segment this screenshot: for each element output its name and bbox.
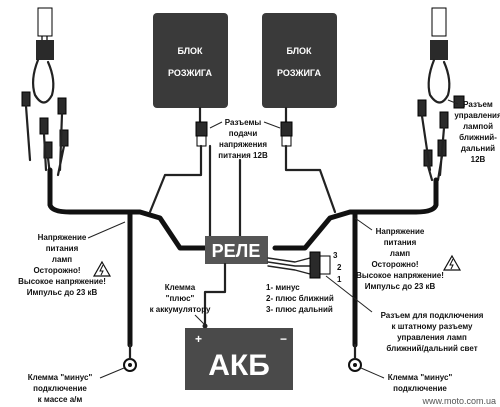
ballast-right: БЛОК РОЗЖИГА: [262, 13, 337, 108]
harness-right: [272, 177, 439, 251]
right-ground-line2: подключение: [393, 384, 447, 393]
power-connector-right: [280, 121, 293, 147]
pin-3: 3: [333, 251, 338, 260]
power-connectors-line2: подачи: [229, 129, 258, 138]
pin-legend-2: 2- плюс ближний: [266, 294, 334, 303]
battery: + − АКБ: [185, 328, 293, 390]
left-warning-line5: Высокое напряжение!: [18, 277, 106, 286]
left-warning-line4: Осторожно!: [33, 266, 80, 275]
high-voltage-icon: [442, 254, 462, 271]
bulb-left: [21, 7, 69, 177]
right-control-line5: дальний: [461, 144, 495, 153]
pin-legend-1: 1- минус: [266, 283, 300, 292]
battery-minus: −: [280, 332, 287, 346]
connection-note-line2: к штатному разъему: [392, 322, 473, 331]
plus-clamp-line3: к аккумулятору: [150, 305, 211, 314]
power-connectors-label: Разъемы подачи напряжения питания 12В: [218, 118, 268, 160]
ballast-right-line2: РОЗЖИГА: [277, 68, 321, 78]
connection-note-line3: управления ламп: [397, 333, 467, 342]
right-control-line3: лампой: [463, 122, 493, 131]
right-control-line1: Разъем: [463, 100, 493, 109]
left-warning-line2: питания: [46, 244, 79, 253]
pin-legend-3: 3- плюс дальний: [266, 305, 333, 314]
right-ground-label: Клемма "минус" подключение: [388, 373, 453, 393]
high-voltage-icon: [92, 260, 112, 277]
right-warning-line3: ламп: [390, 249, 410, 258]
right-ground-line1: Клемма "минус": [388, 373, 453, 382]
control-connector: [309, 251, 331, 279]
power-connectors-line1: Разъемы: [225, 118, 262, 127]
plus-clamp-line2: "плюс": [166, 294, 195, 303]
left-ground-line2: подключение: [33, 384, 87, 393]
left-warning: Напряжение питания ламп Осторожно! Высок…: [18, 233, 112, 297]
right-warning-line5: Высокое напряжение!: [356, 271, 444, 280]
ground-terminal-right: [348, 343, 362, 372]
battery-label: АКБ: [208, 349, 270, 382]
left-warning-line3: ламп: [52, 255, 72, 264]
connection-note-line4: ближний/дальний свет: [386, 344, 477, 353]
ground-terminal-left: [123, 343, 137, 372]
right-warning-line1: Напряжение: [376, 227, 425, 236]
plus-clamp-label: Клемма "плюс" к аккумулятору: [150, 283, 211, 314]
power-connectors-line4: питания 12В: [218, 151, 268, 160]
connection-note: Разъем для подключения к штатному разъем…: [381, 311, 484, 353]
right-warning-line2: питания: [384, 238, 417, 247]
harness-left: [47, 167, 213, 251]
right-control-label: Разъем управления лампой ближний- дальни…: [454, 100, 500, 164]
right-warning: Напряжение питания ламп Осторожно! Высок…: [356, 227, 462, 291]
power-connector-left: [195, 121, 208, 147]
ballast-left-line2: РОЗЖИГА: [168, 68, 212, 78]
ballast-left: БЛОК РОЗЖИГА: [153, 13, 228, 108]
pin-1: 1: [337, 275, 342, 284]
pin-legend: 1- минус 2- плюс ближний 3- плюс дальний: [266, 283, 334, 314]
watermark: www.moto.com.ua: [421, 396, 496, 406]
right-control-line6: 12В: [471, 155, 486, 164]
pin-2: 2: [337, 263, 342, 272]
right-warning-line4: Осторожно!: [371, 260, 418, 269]
left-ground-line1: Клемма "минус": [28, 373, 93, 382]
left-ground-line3: к массе а/м: [38, 395, 83, 404]
plus-clamp-line1: Клемма: [165, 283, 196, 292]
left-ground-label: Клемма "минус" подключение к массе а/м: [28, 373, 93, 404]
left-warning-line1: Напряжение: [38, 233, 87, 242]
connection-note-line1: Разъем для подключения: [381, 311, 484, 320]
relay-label: РЕЛЕ: [212, 241, 261, 261]
relay: РЕЛЕ: [205, 236, 268, 264]
right-control-line4: ближний-: [459, 133, 497, 142]
battery-plus: +: [195, 332, 202, 346]
right-warning-line6: Импульс до 23 кВ: [365, 282, 436, 291]
right-control-line2: управления: [454, 111, 500, 120]
ballast-right-line1: БЛОК: [286, 46, 312, 56]
ballast-left-line1: БЛОК: [177, 46, 203, 56]
left-warning-line6: Импульс до 23 кВ: [27, 288, 98, 297]
power-connectors-line3: напряжения: [219, 140, 267, 149]
bulb-right: [417, 7, 465, 182]
